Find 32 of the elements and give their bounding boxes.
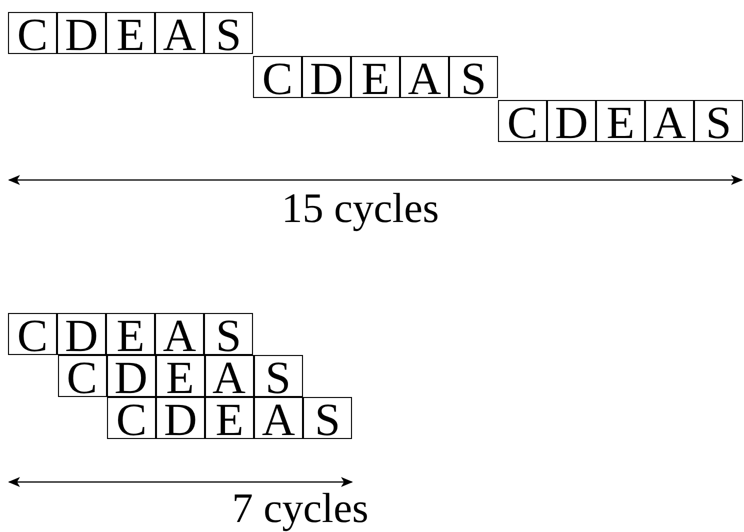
cycle-count-label: 7 cycles [232, 486, 368, 532]
pipeline-stage-box: C [58, 355, 106, 397]
pipeline-stage-box: E [156, 355, 204, 397]
pipeline-stage-box: C [107, 397, 156, 439]
pipeline-stage-box: A [645, 100, 694, 142]
pipeline-stage-box: C [8, 12, 57, 54]
pipeline-stage-box: A [155, 313, 204, 355]
pipeline-stage-box: A [155, 12, 204, 54]
pipeline-stage-box: D [302, 56, 351, 98]
pipeline-stage-box: S [694, 100, 743, 142]
pipeline-stage-box: E [351, 56, 400, 98]
pipeline-stage-box: A [400, 56, 449, 98]
pipeline-stage-box: E [106, 12, 155, 54]
pipeline-stage-box: C [8, 313, 57, 355]
pipeline-stage-box: E [205, 397, 254, 439]
pipeline-stage-box: S [254, 355, 302, 397]
pipeline-stage-box: A [204, 355, 254, 397]
pipeline-stage-box: S [303, 397, 352, 439]
pipeline-stage-box: D [106, 355, 156, 397]
pipeline-stage-box: S [449, 56, 498, 98]
pipeline-stage-box: S [204, 313, 253, 355]
pipeline-stage-box: D [57, 12, 106, 54]
pipeline-stage-box: A [254, 397, 303, 439]
pipeline-stage-box: C [253, 56, 302, 98]
pipeline-stage-box: C [498, 100, 547, 142]
pipeline-stage-box: S [204, 12, 253, 54]
pipeline-stage-box: E [596, 100, 645, 142]
cycle-count-label: 15 cycles [282, 186, 439, 232]
pipeline-stage-box: E [106, 313, 155, 355]
pipeline-stage-box: D [156, 397, 205, 439]
pipeline-stage-box: D [547, 100, 596, 142]
pipeline-stage-box: D [57, 313, 106, 355]
